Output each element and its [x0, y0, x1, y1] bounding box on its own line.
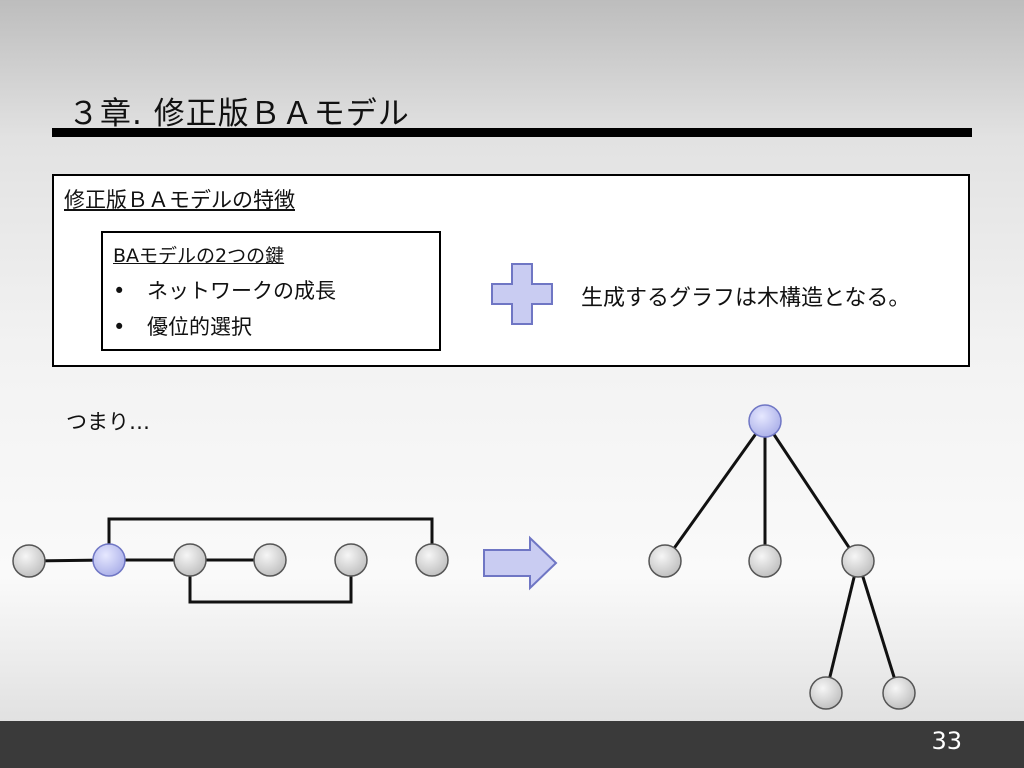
tree-node [748, 544, 782, 578]
network-node [173, 543, 207, 577]
feature-box: 修正版ＢＡモデルの特徴 BAモデルの2つの鍵 • ネットワークの成長 • 優位的選択… [52, 174, 970, 367]
slide-title: ３章. 修正版ＢＡモデル [68, 96, 410, 132]
network-node [253, 543, 287, 577]
tree-node [841, 544, 875, 578]
right-arrow-icon [483, 535, 558, 591]
network-node [415, 543, 449, 577]
feature-heading: 修正版ＢＡモデルの特徴 [64, 188, 295, 212]
key-box-heading: BAモデルの2つの鍵 [113, 245, 285, 267]
plus-icon [491, 263, 553, 325]
tree-node [882, 676, 916, 710]
footer-bar: 33 [0, 721, 1024, 768]
network-node [12, 544, 46, 578]
bullet: • [113, 315, 126, 339]
key-item-preferential: • 優位的選択 [113, 311, 336, 347]
network-diagram [12, 404, 916, 710]
tsumari-text: つまり… [66, 410, 150, 434]
network-edges [28, 517, 434, 604]
title-underline [52, 128, 972, 137]
key-item-growth: • ネットワークの成長 [113, 275, 336, 311]
key-item-label: ネットワークの成長 [147, 279, 336, 303]
key-list: • ネットワークの成長 • 優位的選択 [113, 275, 336, 347]
key-box: BAモデルの2つの鍵 • ネットワークの成長 • 優位的選択 [101, 231, 441, 351]
result-text: 生成するグラフは木構造となる。 [581, 286, 911, 311]
tree-node [648, 544, 682, 578]
page-number: 33 [931, 727, 962, 755]
network-node [334, 543, 368, 577]
tree-node [809, 676, 843, 710]
key-item-label: 優位的選択 [147, 315, 252, 339]
tree-node-root [748, 404, 782, 438]
network-node-hub [92, 543, 126, 577]
tree-edges [663, 420, 901, 694]
bullet: • [113, 279, 126, 303]
